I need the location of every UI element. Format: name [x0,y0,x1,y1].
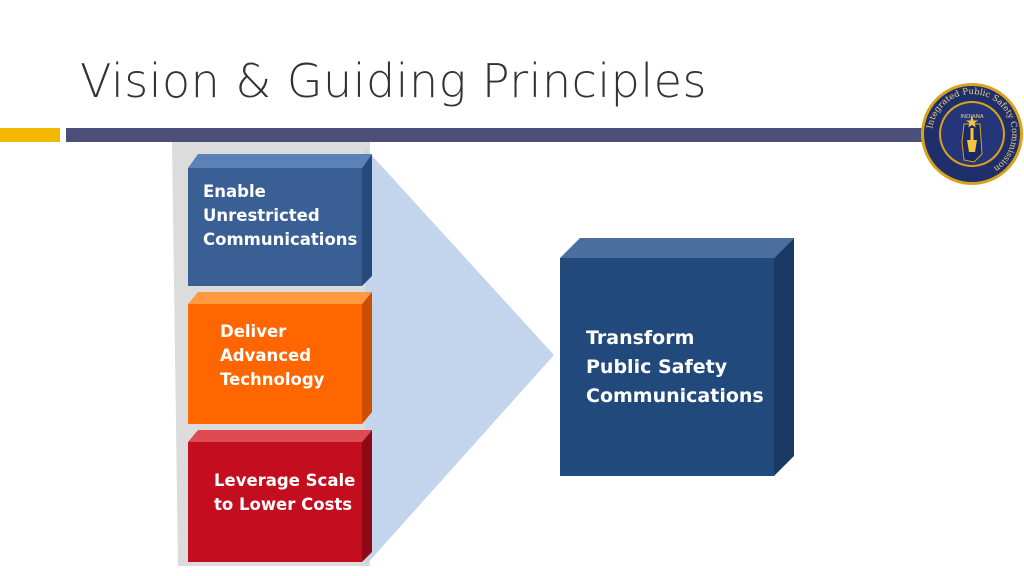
result-label: Transform Public Safety Communications [586,327,764,407]
principle-box-2 [188,292,372,424]
principle-label-3: Leverage Scale to Lower Costs [214,471,356,514]
principle-box-1 [188,154,372,286]
principle-label-1: Enable Unrestricted Communications [203,182,358,249]
arrow-chevron [365,148,554,566]
principle-label-2: Deliver Advanced Technology [220,322,325,389]
slide-title: Vision & Guiding Principles [80,54,707,108]
result-box [560,238,794,476]
title-underline-bar [66,128,926,142]
ipsc-seal-logo: Integrated Public Safety Commission INDI… [921,83,1023,185]
principle-box-3 [188,430,372,562]
accent-bar [0,128,60,142]
